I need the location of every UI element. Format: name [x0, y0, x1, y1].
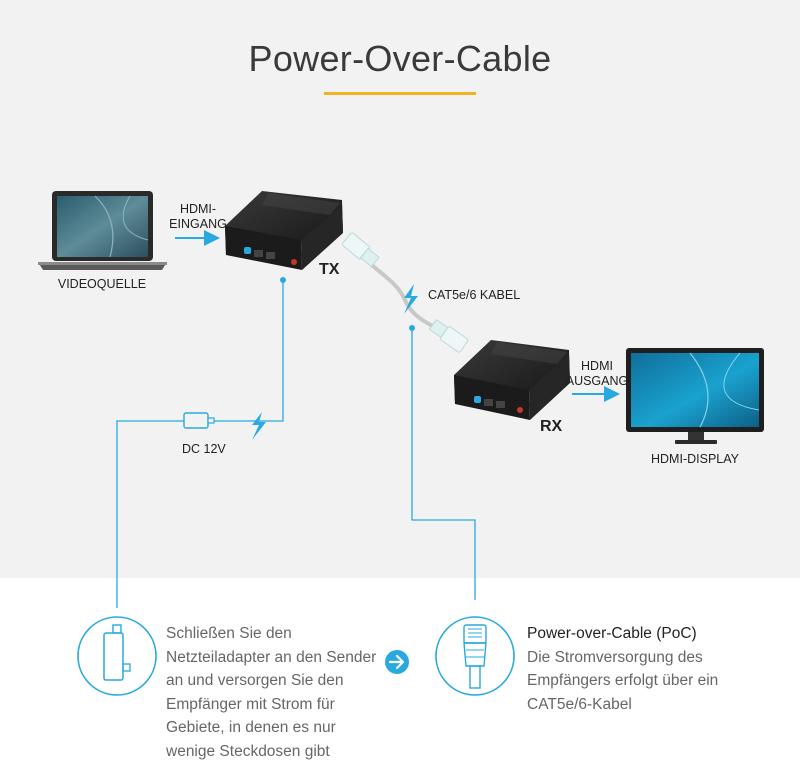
right-info-block: Power-over-Cable (PoC) Die Stromversorgu…	[527, 622, 767, 716]
laptop-icon	[38, 191, 167, 270]
rx-label: RX	[540, 418, 563, 435]
hdmi-input-label-line1: HDMI-	[179, 202, 217, 216]
hdmi-output-label-line1: HDMI	[581, 359, 613, 373]
right-info-text: Die Stromversorgung des Empfängers erfol…	[527, 648, 719, 713]
dc-power-bolt-icon	[252, 412, 266, 440]
hdmi-output-label-line2: AUSGANG	[565, 374, 629, 388]
tx-transmitter-device	[225, 191, 343, 270]
rj45-connector-icon	[435, 616, 515, 696]
poc-connector-line	[411, 328, 476, 600]
left-info-text: Schließen Sie den Netzteiladapter an den…	[166, 625, 377, 760]
hdmi-input-label: HDMI- EINGANG	[168, 202, 228, 232]
hdmi-display-label: HDMI-DISPLAY	[651, 452, 739, 466]
cat-cable	[341, 232, 469, 353]
page-title: Power-Over-Cable	[248, 38, 552, 79]
cable-power-bolt-icon	[404, 284, 418, 314]
cable-label: CAT5e/6 KABEL	[428, 288, 521, 302]
video-source-label: VIDEOQUELLE	[57, 277, 147, 291]
monitor-icon	[626, 348, 764, 444]
power-adapter-icon	[77, 616, 157, 696]
right-info-heading: Power-over-Cable (PoC)	[527, 625, 697, 642]
hdmi-input-label-line2: EINGANG	[169, 217, 227, 231]
dc-voltage-label: DC 12V	[182, 442, 226, 456]
arrow-right-circle-icon	[385, 650, 409, 674]
tx-label: TX	[319, 261, 340, 278]
dc-adapter-icon	[183, 412, 215, 429]
hdmi-output-label: HDMI AUSGANG	[562, 359, 632, 389]
rx-receiver-device	[454, 340, 570, 420]
title-underline	[324, 92, 476, 95]
